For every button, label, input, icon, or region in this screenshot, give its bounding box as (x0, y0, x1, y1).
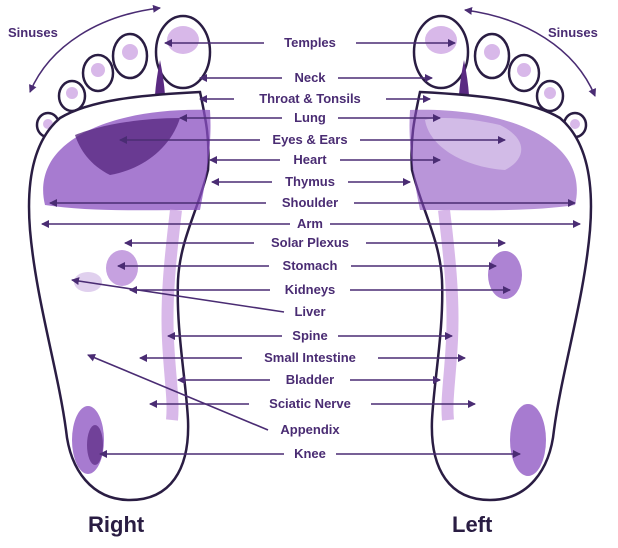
zone-thymus: Thymus (212, 174, 410, 189)
right-foot-caption: Right (88, 512, 145, 537)
label-spine: Spine (292, 328, 327, 343)
label-arm: Arm (297, 216, 323, 231)
label-neck: Neck (294, 70, 326, 85)
zone-throat: Throat & Tonsils (200, 91, 430, 106)
label-knee: Knee (294, 446, 326, 461)
left-foot-caption: Left (452, 512, 493, 537)
zone-heart: Heart (210, 152, 440, 167)
zone-neck: Neck (200, 70, 432, 85)
label-heart: Heart (293, 152, 327, 167)
label-small-intestine: Small Intestine (264, 350, 356, 365)
left-foot (409, 16, 590, 500)
label-thymus: Thymus (285, 174, 335, 189)
label-stomach: Stomach (283, 258, 338, 273)
right-foot (29, 16, 210, 500)
sinuses-label-right-foot: Sinuses (8, 25, 58, 40)
zone-spine: Spine (168, 328, 452, 343)
zone-small-intestine: Small Intestine (140, 350, 465, 365)
zone-lung: Lung (180, 110, 440, 125)
label-sciatic: Sciatic Nerve (269, 396, 351, 411)
label-lung: Lung (294, 110, 326, 125)
label-solar: Solar Plexus (271, 235, 349, 250)
label-throat: Throat & Tonsils (259, 91, 361, 106)
label-liver: Liver (294, 304, 325, 319)
zone-bladder: Bladder (178, 372, 440, 387)
label-kidneys: Kidneys (285, 282, 336, 297)
zone-sciatic: Sciatic Nerve (150, 396, 475, 411)
sinuses-label-left-foot: Sinuses (548, 25, 598, 40)
label-temples: Temples (284, 35, 336, 50)
label-eyes: Eyes & Ears (272, 132, 347, 147)
label-shoulder: Shoulder (282, 195, 338, 210)
label-bladder: Bladder (286, 372, 334, 387)
label-appendix: Appendix (280, 422, 340, 437)
